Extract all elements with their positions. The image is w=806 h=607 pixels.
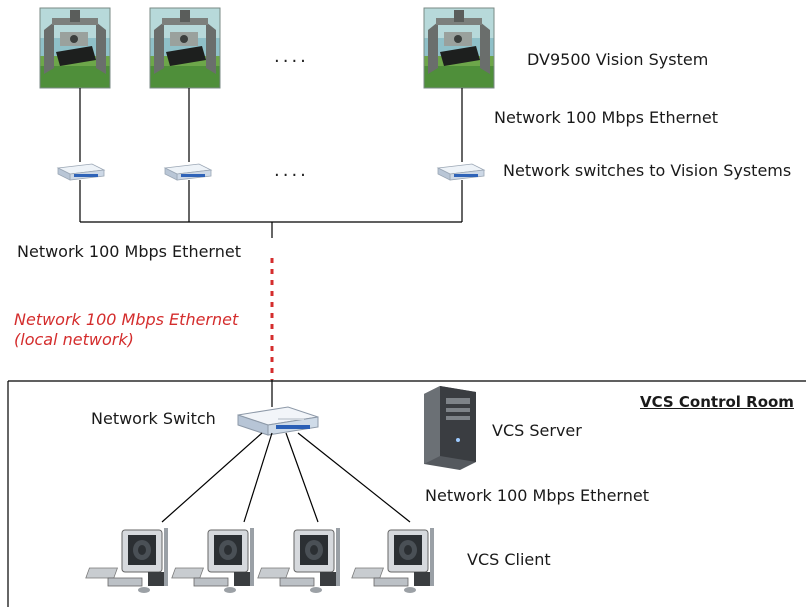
- client-links: [161, 432, 411, 523]
- network-switch-label: Network Switch: [91, 409, 216, 428]
- network-switch-icon: [437, 163, 485, 181]
- client-network-label: Network 100 Mbps Ethernet: [425, 486, 649, 505]
- switch-ellipsis: ....: [274, 160, 309, 181]
- workstation-icon: [351, 527, 435, 594]
- server-tower-icon: [424, 386, 476, 470]
- control-room-frame: [7, 380, 806, 607]
- top-network-label: Network 100 Mbps Ethernet: [494, 108, 718, 127]
- vision-system-label: DV9500 Vision System: [527, 50, 709, 69]
- switches-label: Network switches to Vision Systems: [503, 161, 792, 180]
- switch-bus: [79, 180, 463, 238]
- top-network-lines: [79, 88, 463, 162]
- vcs-client-label: VCS Client: [467, 550, 551, 569]
- vision-system-icon: [149, 7, 221, 89]
- vision-system-icon: [39, 7, 111, 89]
- workstation-icon: [171, 527, 255, 594]
- vision-system-icon: [423, 7, 495, 89]
- trunk-network-label: Network 100 Mbps Ethernet: [17, 242, 241, 261]
- network-switch-icon: [237, 406, 319, 436]
- local-network-label-line1: Network 100 Mbps Ethernet: [14, 310, 239, 329]
- vcs-server-label: VCS Server: [492, 421, 582, 440]
- workstation-icon: [257, 527, 341, 594]
- local-network-label-line2: (local network): [14, 330, 134, 349]
- network-switch-icon: [57, 163, 105, 181]
- network-switch-icon: [164, 163, 212, 181]
- workstation-icon: [85, 527, 169, 594]
- vision-ellipsis: ....: [274, 46, 309, 67]
- control-room-title: VCS Control Room: [640, 393, 794, 411]
